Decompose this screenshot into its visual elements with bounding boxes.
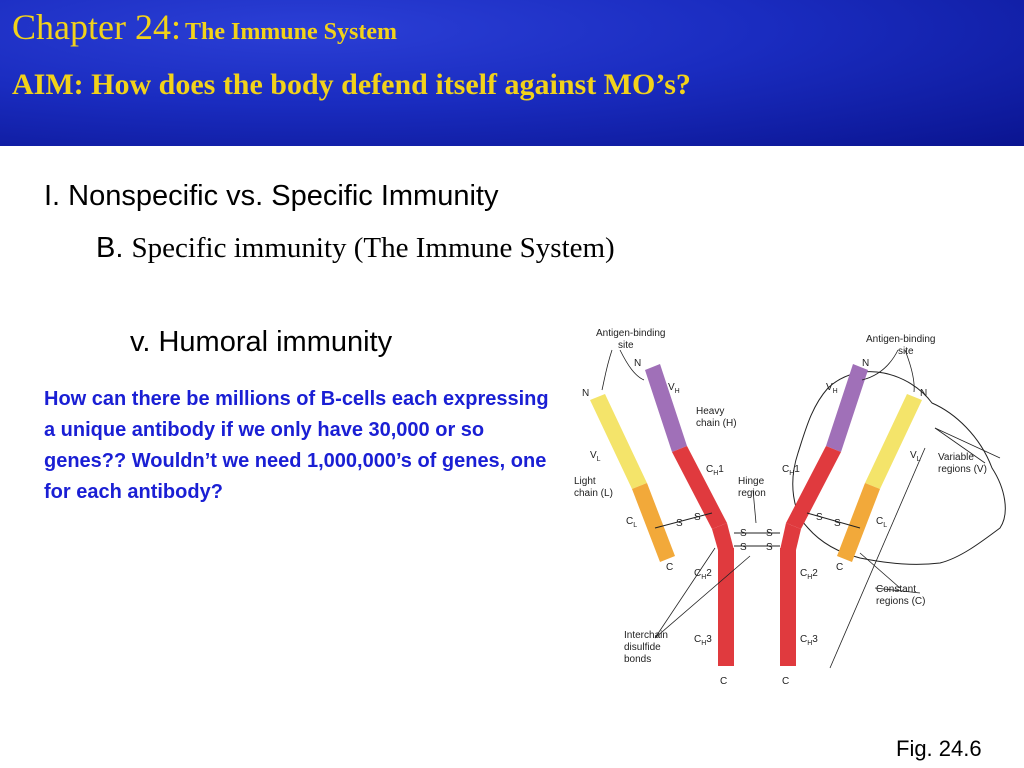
heavy-chain-label-line2: chain (H) bbox=[696, 418, 737, 429]
cl-label-left: CL bbox=[626, 516, 637, 529]
ss-hinge-1b: S bbox=[766, 528, 773, 539]
ss-hinge-2b: S bbox=[766, 542, 773, 553]
heavy-constant-1-left bbox=[672, 446, 727, 529]
variable-region-outline bbox=[792, 371, 1006, 565]
light-constant-left bbox=[632, 483, 675, 562]
light-variable-left bbox=[590, 394, 647, 489]
constant-regions-line2: regions (C) bbox=[876, 596, 925, 607]
ch3-label-left: CH3 bbox=[694, 634, 712, 647]
vl-label-left: VL bbox=[590, 450, 601, 463]
vh-label-right: VH bbox=[826, 382, 838, 395]
chapter-subtitle: The Immune System bbox=[184, 19, 397, 45]
ch1-label-right: CH1 bbox=[782, 464, 800, 477]
c-terminus-light-left: C bbox=[666, 562, 673, 573]
vh-label-left: VH bbox=[668, 382, 680, 395]
ch1-label-left: CH1 bbox=[706, 464, 724, 477]
antigen-site-right-line1: Antigen-binding bbox=[866, 334, 936, 345]
antigen-site-left-line2: site bbox=[618, 340, 634, 351]
light-constant-right bbox=[837, 483, 880, 562]
c-terminus-heavy-left: C bbox=[720, 676, 727, 687]
outline-heading-2-text: Specific immunity (The Immune System) bbox=[131, 232, 615, 264]
n-terminus-light-left: N bbox=[582, 388, 589, 399]
disulfide-bonds bbox=[654, 512, 861, 547]
heavy-variable-left bbox=[645, 364, 687, 452]
interchain-label-line1: Interchain bbox=[624, 630, 668, 641]
ss-hinge-1a: S bbox=[740, 528, 747, 539]
vl-label-right: VL bbox=[910, 450, 921, 463]
outline-heading-1: I. Nonspecific vs. Specific Immunity bbox=[44, 180, 499, 212]
chapter-number: Chapter 24: bbox=[12, 7, 181, 47]
heavy-variable-right bbox=[826, 364, 868, 452]
ss-left-1: S bbox=[676, 518, 683, 529]
outline-heading-2: B. Specific immunity (The Immune System) bbox=[96, 232, 615, 265]
light-chain-label-line2: chain (L) bbox=[574, 488, 613, 499]
light-chain-right bbox=[837, 394, 922, 562]
n-terminus-heavy-right: N bbox=[862, 358, 869, 369]
heavy-chain-left bbox=[645, 364, 734, 666]
ch2-label-right: CH2 bbox=[800, 568, 818, 581]
constant-regions-line1: Constant bbox=[876, 584, 916, 595]
heavy-chain-right bbox=[780, 364, 868, 666]
c-terminus-heavy-right: C bbox=[782, 676, 789, 687]
heavy-chain-label-line1: Heavy bbox=[696, 406, 724, 417]
n-terminus-light-right: N bbox=[920, 388, 927, 399]
callout-lines bbox=[601, 349, 1001, 669]
ss-right-1: S bbox=[816, 512, 823, 523]
question-text: How can there be millions of B-cells eac… bbox=[44, 388, 549, 503]
antibody-diagram: Antigen-binding site Antigen-binding sit… bbox=[574, 328, 1006, 687]
cl-label-right: CL bbox=[876, 516, 887, 529]
antigen-site-left-line1: Antigen-binding bbox=[596, 328, 666, 339]
hinge-label-line2: region bbox=[738, 488, 766, 499]
chapter-title: Chapter 24: The Immune System bbox=[12, 6, 397, 48]
ss-left-2: S bbox=[694, 512, 701, 523]
ch2-label-left: CH2 bbox=[694, 568, 712, 581]
figure-caption: Fig. 24.6 bbox=[896, 736, 982, 761]
ch3-label-right: CH3 bbox=[800, 634, 818, 647]
heavy-constant-stem-right bbox=[780, 548, 796, 666]
light-chain-left bbox=[590, 394, 675, 562]
interchain-label-line2: disulfide bbox=[624, 642, 661, 653]
heavy-constant-stem-left bbox=[718, 548, 734, 666]
aim-statement: AIM: How does the body defend itself aga… bbox=[12, 68, 691, 101]
variable-regions-line2: regions (V) bbox=[938, 464, 987, 475]
outline-heading-2-prefix: B. bbox=[96, 232, 124, 264]
outline-heading-3: v. Humoral immunity bbox=[130, 326, 393, 358]
c-terminus-light-right: C bbox=[836, 562, 843, 573]
title-banner: Chapter 24: The Immune System AIM: How d… bbox=[0, 0, 1024, 146]
ss-hinge-2a: S bbox=[740, 542, 747, 553]
variable-regions-line1: Variable bbox=[938, 452, 974, 463]
hinge-label-line1: Hinge bbox=[738, 476, 765, 487]
light-chain-label-line1: Light bbox=[574, 476, 596, 487]
antigen-site-right-line2: site bbox=[898, 346, 914, 357]
light-variable-right bbox=[865, 394, 922, 489]
heavy-constant-1-right bbox=[786, 446, 841, 529]
n-terminus-heavy-left: N bbox=[634, 358, 641, 369]
ss-right-2: S bbox=[834, 518, 841, 529]
interchain-label-line3: bonds bbox=[624, 654, 651, 665]
